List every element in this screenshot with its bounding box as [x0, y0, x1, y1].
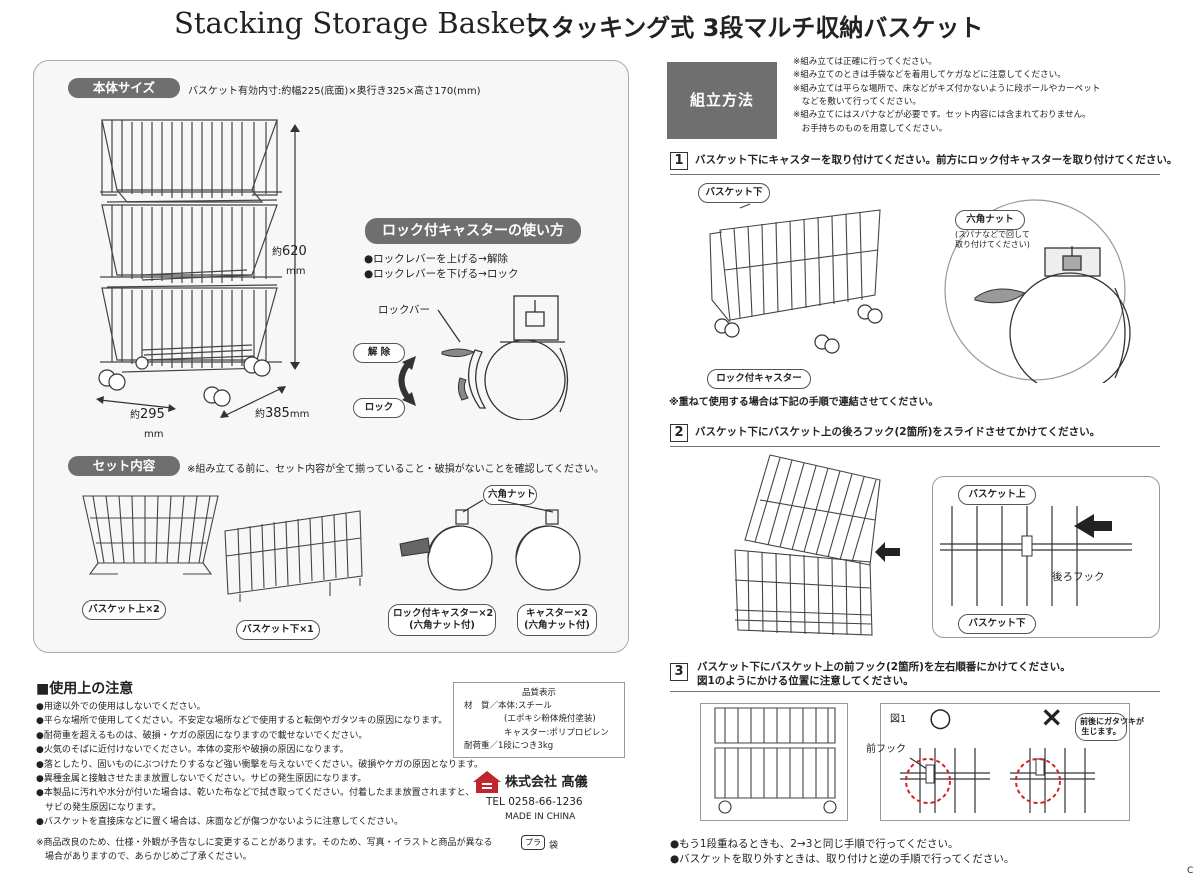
- company-tel: TEL 0258-66-1236: [486, 796, 583, 808]
- set-contents-label: セット内容: [68, 456, 180, 476]
- set-contents-note: ※組み立てる前に、セット内容が全て揃っていること・破損がないことを確認してくださ…: [187, 464, 604, 475]
- title-english: Stacking Storage Basket: [174, 6, 538, 40]
- upper-basket-illustration: [82, 495, 219, 575]
- usage-notes-title: ■使用上の注意: [36, 681, 134, 697]
- assembly-notes: ※組み立ては正確に行ってください。 ※組み立てのときは手袋などを着用してケガなど…: [793, 57, 1101, 134]
- ok-mark: ○: [929, 703, 952, 733]
- lock-caster-set-label: ロック付キャスター×2(六角ナット付): [388, 604, 496, 636]
- depth-dimension: 約385mm: [255, 406, 310, 421]
- step1-basket-illustration: [709, 203, 883, 354]
- usage-note: ●平らな場所で使用してください。不安定な場所などで使用すると転倒やガタツキの原因…: [36, 716, 448, 727]
- step3-text-1: バスケット下にバスケット上の前フック(2箇所)を左右順番にかけてください。: [697, 661, 1071, 673]
- fig1-label: 図1: [890, 714, 907, 725]
- release-label: 解 除: [353, 343, 405, 363]
- ng-mark: ×: [1040, 700, 1064, 733]
- caster-lock-illustration: [398, 295, 569, 420]
- depth-dimension-arrow: [220, 386, 286, 418]
- step1-rule: [670, 174, 1160, 175]
- usage-note: ●火気のそばに近付けないでください。本体の変形や破損の原因になります。: [36, 745, 349, 756]
- basket-lower-label-step2: バスケット下: [958, 614, 1036, 634]
- width-dimension: 約295 mm: [130, 407, 165, 440]
- step2-number: 2: [670, 424, 688, 442]
- height-dimension-arrow: [290, 124, 300, 370]
- lock-caster-label-step1: ロック付キャスター: [707, 369, 811, 389]
- usage-note: ●落としたり、固いものにぶつけたりするなど強い衝撃を与えないでください。破損やケ…: [36, 759, 484, 770]
- usage-notes-list: ●用途以外での使用はしないでください。 ●平らな場所で使用してください。不安定な…: [36, 700, 483, 830]
- usage-note: ●異種金属と接触させたまま放置しないでください。サビの発生原因になります。: [36, 773, 367, 784]
- quality-label-box: 品質表示 材 質／本体:スチール (エポキシ粉体焼付塗装) キャスター:ポリプロ…: [453, 682, 625, 758]
- body-size-spec: バスケット有効内寸:約幅225(底面)×奥行き325×高さ170(mm): [188, 86, 481, 97]
- stack-note: ※重ねて使用する場合は下記の手順で連結させてください。: [669, 397, 939, 408]
- height-dimension: 約620 mm: [272, 244, 307, 277]
- warning-label: 前後にガタツキが生じます。: [1075, 713, 1144, 741]
- step1-text: バスケット下にキャスターを取り付けてください。前方にロック付キャスターを取り付け…: [695, 154, 1178, 166]
- caster-usage-line2: ●ロックレバーを下げる→ロック: [364, 268, 519, 280]
- stacked-basket-illustration: [98, 119, 282, 407]
- step3-number: 3: [670, 663, 688, 681]
- company-name: 株式会社 髙儀: [505, 775, 588, 790]
- hex-nut-note: (スパナなどで回して 取り付けてください): [955, 230, 1030, 250]
- final-note-2: ●バスケットを取り外すときは、取り付けと逆の手順で行ってください。: [670, 853, 1015, 865]
- final-note-1: ●もう1段重ねるときも、2→3と同じ手順で行ってください。: [670, 838, 959, 850]
- rear-hook-label: 後ろフック: [1052, 571, 1105, 583]
- step3-text-2: 図1のようにかける位置に注意してください。: [697, 675, 914, 687]
- hex-nut-detail-illustration: [944, 199, 1131, 383]
- caster-set-label: キャスター×2(六角ナット付): [517, 604, 597, 636]
- step2-rule: [670, 446, 1160, 447]
- lock-label: ロック: [353, 398, 405, 418]
- step3-basket-illustration: [714, 707, 837, 814]
- recycle-mark: プラ: [521, 835, 545, 850]
- assembly-label: 組立方法: [667, 62, 777, 139]
- lockbar-label: ロックバー: [378, 304, 430, 316]
- made-in: MADE IN CHINA: [505, 812, 576, 822]
- caster-usage-title: ロック付キャスターの使い方: [365, 218, 581, 244]
- caster-usage-line1: ●ロックレバーを上げる→解除: [364, 253, 508, 265]
- lower-basket-illustration: [224, 510, 363, 602]
- step2-basket-illustration: [734, 454, 900, 636]
- step3-rule: [670, 691, 1160, 692]
- usage-note: ●本製品に汚れや水分が付いた場合は、乾いた布などで拭き取ってください。付着したま…: [36, 788, 475, 799]
- corner-mark: C: [1187, 866, 1194, 876]
- basket-upper-label-step2: バスケット上: [958, 485, 1036, 505]
- front-hook-label: 前フック: [866, 744, 906, 755]
- fig1-hook-illustration: [900, 748, 1095, 813]
- step2-text: バスケット下にバスケット上の後ろフック(2箇所)をスライドさせてかけてください。: [695, 426, 1101, 438]
- caster-set-illustration: [399, 499, 581, 591]
- step1-number: 1: [670, 152, 688, 170]
- body-size-label: 本体サイズ: [68, 78, 180, 98]
- rear-hook-detail-illustration: [940, 506, 1132, 606]
- usage-footnote-2: 場合がありますので、あらかじめご了承ください。: [36, 852, 252, 862]
- title-japanese: スタッキング式 3段マルチ収納バスケット: [527, 14, 984, 42]
- usage-note: ●バスケットを直接床などに置く場合は、床面などが傷つかないように注意してください…: [36, 817, 404, 828]
- usage-note: サビの発生原因になります。: [36, 802, 162, 813]
- width-dimension-arrow: [96, 396, 176, 412]
- usage-note: ●耐荷重を超えるものは、破損・ケガの原因になりますので載せないでください。: [36, 730, 368, 741]
- upper-basket-label: バスケット上×2: [82, 600, 166, 620]
- company-logo-icon: [473, 771, 501, 793]
- usage-note: ●用途以外での使用はしないでください。: [36, 702, 206, 712]
- hex-nut-label-set: 六角ナット: [483, 485, 537, 505]
- hex-nut-label-step1: 六角ナット: [955, 210, 1025, 230]
- lower-basket-label: バスケット下×1: [236, 620, 320, 640]
- recycle-bag-label: 袋: [549, 841, 559, 851]
- basket-lower-label-step1: バスケット下: [698, 183, 770, 203]
- usage-footnote-1: ※商品改良のため、仕様・外観が予告なしに変更することがあります。そのため、写真・…: [36, 838, 493, 848]
